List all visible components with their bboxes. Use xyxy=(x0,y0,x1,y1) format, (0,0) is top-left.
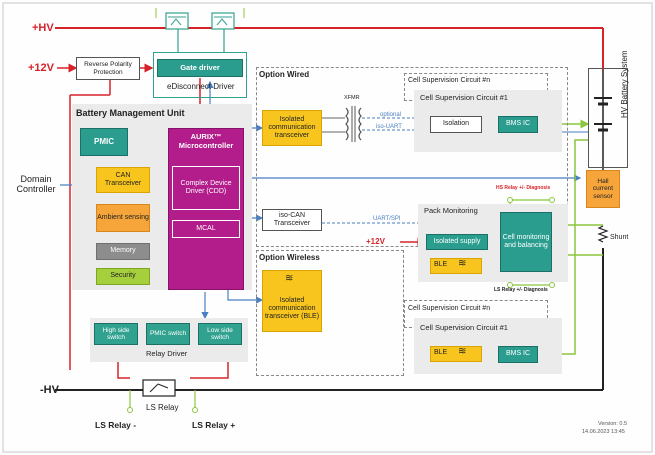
csc-wireless-icon: ≋ xyxy=(458,346,467,357)
hv-battery-label: HV Battery System xyxy=(620,50,629,118)
can-transceiver-box: CAN Transceiver xyxy=(96,167,150,193)
hall-sensor-box: Hall current sensor xyxy=(586,170,620,208)
csc-n-top-title: Cell Supervision Circuit #n xyxy=(408,77,491,84)
pack-wireless-icon: ≋ xyxy=(458,258,467,269)
domain-controller-label: Domain Controller xyxy=(16,173,56,194)
wireless-icon: ≋ xyxy=(285,273,294,284)
bmu-title: Battery Management Unit xyxy=(76,108,185,118)
xfmr-label: XFMR xyxy=(344,95,360,101)
memory-box: Memory xyxy=(96,243,150,260)
isolated-supply-box: Isolated supply xyxy=(426,234,488,250)
hv-minus-label: -HV xyxy=(40,384,59,396)
csc-ble-box xyxy=(430,346,482,362)
ambient-sensing-box: Ambient sensing xyxy=(96,204,150,232)
mcu-title: AURIX™ Microcontroller xyxy=(178,132,234,150)
gate-driver-box: Gate driver xyxy=(157,59,243,77)
reverse-polarity-box: Reverse Polarity Protection xyxy=(76,57,140,80)
mosfet-switch-right xyxy=(211,12,235,30)
cdd-box: Complex Device Driver (CDD) xyxy=(172,166,240,210)
pmic-switch-box: PMIC switch xyxy=(146,323,190,345)
bms-ic-top-box: BMS IC xyxy=(498,116,538,133)
hv-battery-box xyxy=(588,68,628,168)
pmic-box: PMIC xyxy=(80,128,128,156)
option-wireless-block xyxy=(256,250,404,376)
ls-relay-label: LS Relay xyxy=(146,403,179,412)
pack-ble-label: BLE xyxy=(434,261,448,268)
low-side-switch-box: Low side switch xyxy=(198,323,242,345)
pack-monitoring-title: Pack Monitoring xyxy=(424,206,478,215)
ble-transceiver-label: Isolated communication transceiver (BLE) xyxy=(264,296,320,321)
optional-label: optional xyxy=(380,112,402,118)
shunt-label: Shunt xyxy=(610,234,629,241)
v12-pack-label: +12V xyxy=(366,237,385,246)
relay-driver-title: Relay Driver xyxy=(146,349,188,358)
date-label: 14.06.2023 13:45 xyxy=(582,429,625,435)
iso-uart-label: iso-UART xyxy=(376,124,402,130)
security-box: Security xyxy=(96,268,150,285)
ls-diag-label: LS Relay +/- Diagnosis xyxy=(494,287,548,293)
hv-plus-label: +HV xyxy=(32,22,54,34)
cell-monitoring-box: Cell monitoring and balancing xyxy=(500,212,552,272)
ls-relay-plus-label: LS Relay + xyxy=(192,420,236,430)
hs-diag-label: HS Relay +/- Diagnosis xyxy=(496,185,551,191)
csc-ble-label: BLE xyxy=(434,349,448,356)
isolated-transceiver-box: Isolated communication transceiver xyxy=(262,110,322,146)
pack-ble-box xyxy=(430,258,482,274)
shunt-resistor xyxy=(597,225,609,243)
csc-1-bottom-title: Cell Supervision Circuit #1 xyxy=(420,323,508,332)
edisconnect-title: eDisconnect Driver xyxy=(167,82,235,91)
option-wired-title: Option Wired xyxy=(259,70,310,79)
v12-label: +12V xyxy=(28,62,54,74)
version-label: Version: 0.5 xyxy=(598,421,628,427)
iso-can-box: iso-CAN Transceiver xyxy=(262,209,322,231)
ls-relay-symbol xyxy=(142,379,176,397)
high-side-switch-box: High side switch xyxy=(94,323,138,345)
bms-ic-bottom-box: BMS IC xyxy=(498,346,538,363)
ble-transceiver-box xyxy=(262,270,322,332)
edisconnect-driver-block xyxy=(153,52,247,98)
option-wireless-title: Option Wireless xyxy=(259,253,320,262)
mosfet-switch-left xyxy=(165,12,189,30)
mcal-box: MCAL xyxy=(172,220,240,238)
option-wired-block xyxy=(256,67,568,247)
csc-1-top-title: Cell Supervision Circuit #1 xyxy=(420,93,508,102)
isolation-box: Isolation xyxy=(430,116,482,133)
uart-spi-label: UART/SPI xyxy=(373,216,401,222)
csc-n-bottom-title: Cell Supervision Circuit #n xyxy=(408,305,491,312)
ls-relay-minus-label: LS Relay - xyxy=(95,420,137,430)
